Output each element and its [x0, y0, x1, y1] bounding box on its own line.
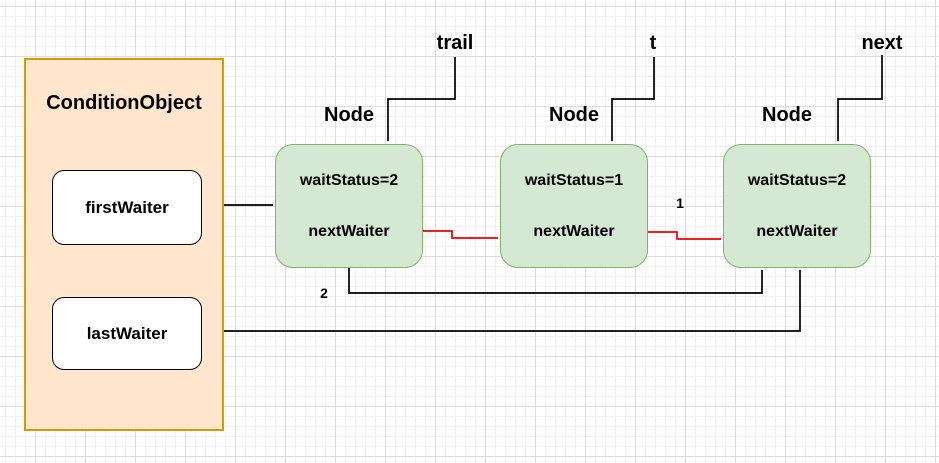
- node1-box: waitStatus=2 nextWaiter: [275, 144, 423, 268]
- node2-wait-status: waitStatus=1: [524, 172, 624, 189]
- node2-box: waitStatus=1 nextWaiter: [500, 144, 648, 268]
- arrow-trail-to-node1: [387, 57, 456, 141]
- arrow-t-to-node2: [611, 57, 655, 141]
- condition-object-box: ConditionObject firstWaiter lastWaiter: [24, 58, 224, 431]
- node3-title: Node: [762, 104, 812, 126]
- node2-next-waiter: nextWaiter: [533, 223, 615, 240]
- node1-next-waiter: nextWaiter: [308, 223, 390, 240]
- arrow-lastwaiter-to-node3: [200, 270, 801, 332]
- edge-step-label-2: 2: [320, 285, 328, 301]
- pointer-label-t: t: [649, 32, 657, 54]
- node3-wait-status: waitStatus=2: [747, 172, 847, 189]
- node3-box: waitStatus=2 nextWaiter: [723, 144, 871, 268]
- pointer-label-trail: trail: [436, 32, 474, 54]
- condition-object-title: ConditionObject: [46, 92, 202, 114]
- node1-wait-status: waitStatus=2: [299, 172, 399, 189]
- node3-next-waiter: nextWaiter: [756, 223, 838, 240]
- pointer-label-next: next: [861, 32, 903, 54]
- arrow-next-to-node3: [837, 55, 883, 141]
- first-waiter-field: firstWaiter: [52, 170, 202, 245]
- node1-title: Node: [324, 104, 374, 126]
- edge-step-label-1: 1: [676, 195, 684, 211]
- node2-title: Node: [549, 104, 599, 126]
- last-waiter-field: lastWaiter: [52, 297, 202, 370]
